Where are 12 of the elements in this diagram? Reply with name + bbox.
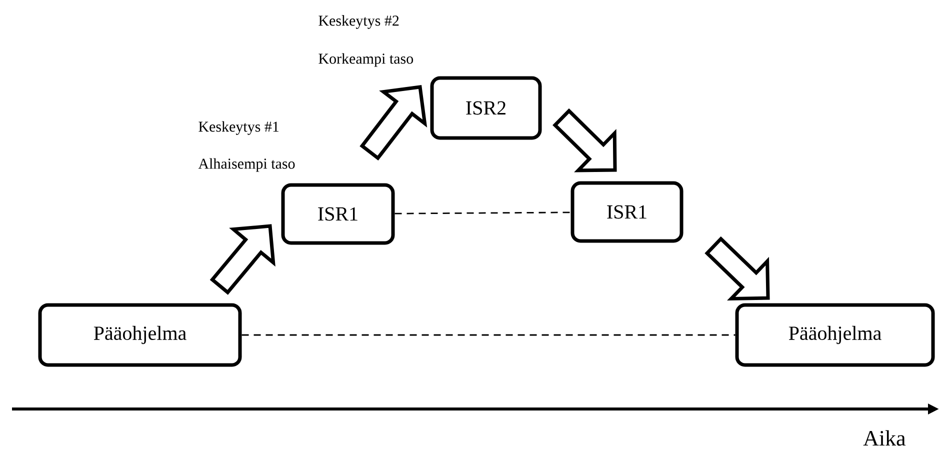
process-box: ISR1 <box>281 183 395 245</box>
process-box: Pääohjelma <box>38 303 242 367</box>
annotation-text: Korkeampi taso <box>318 53 414 67</box>
dashed-line <box>394 212 571 214</box>
annotation-text: Alhaisempi taso <box>198 158 295 172</box>
process-box: ISR1 <box>570 181 684 243</box>
process-box: Pääohjelma <box>735 303 935 367</box>
annotation-text: Aika <box>863 430 906 446</box>
dashed-line <box>242 334 736 336</box>
process-box: ISR2 <box>430 76 542 140</box>
annotation-text: Keskeytys #1 <box>198 121 279 135</box>
annotation-text: Keskeytys #2 <box>318 15 399 29</box>
